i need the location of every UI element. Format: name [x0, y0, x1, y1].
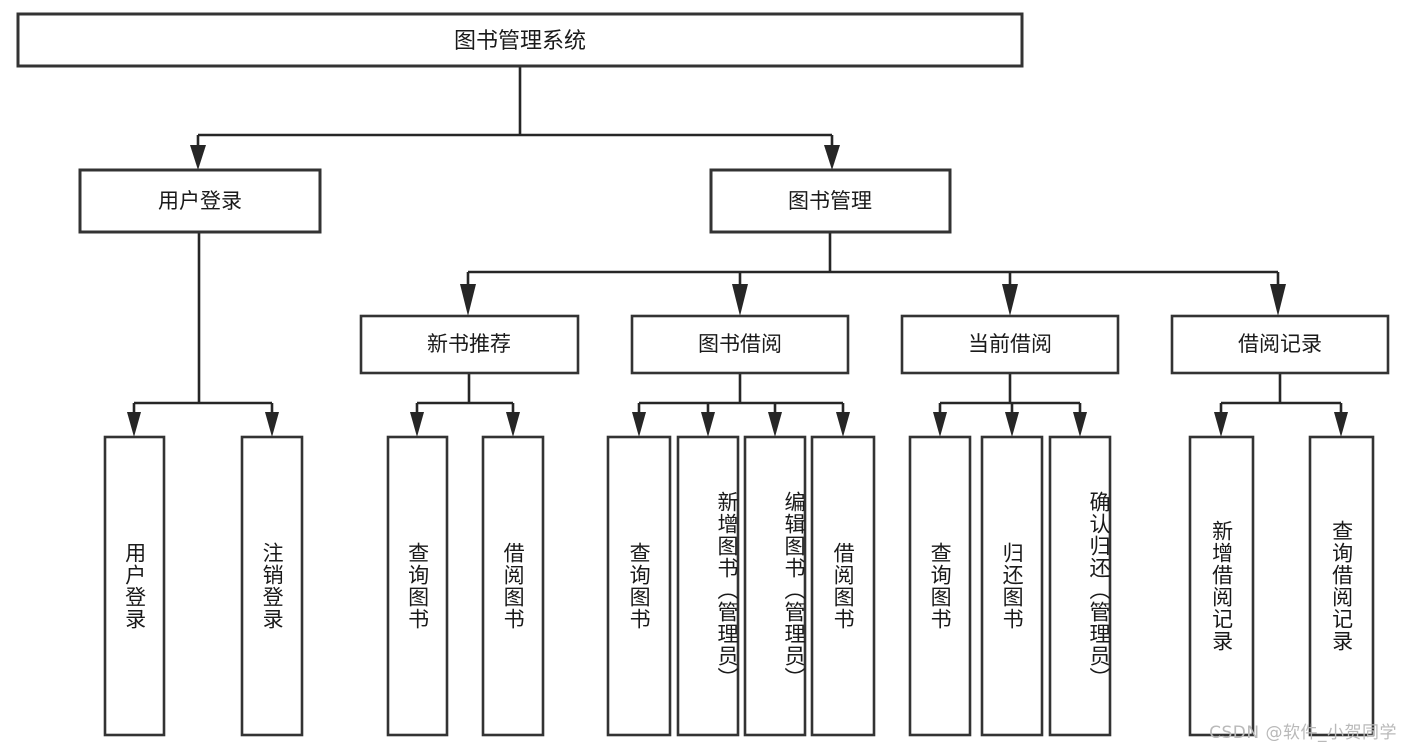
leaf-box-query-record[interactable]: [1308, 435, 1375, 737]
node-current-borrow-box[interactable]: [900, 314, 1120, 375]
node-book-borrow-label: 图书借阅: [698, 332, 782, 356]
arrow-leaf-query-book-b-icon: [632, 412, 646, 437]
arrow-leaf-return-book-icon: [1005, 412, 1019, 437]
node-borrow-record-box[interactable]: [1170, 314, 1390, 375]
arrow-to-book-borrow-icon: [732, 284, 748, 316]
node-user-login-box[interactable]: [78, 168, 322, 234]
arrow-leaf-user-login-icon: [127, 412, 141, 437]
arrow-leaf-add-book-icon: [701, 412, 715, 437]
arrow-leaf-edit-book-icon: [768, 412, 782, 437]
node-user-login-label: 用户登录: [158, 189, 242, 213]
leaf-box-edit-book[interactable]: [743, 435, 807, 737]
leaf-box-logout[interactable]: [240, 435, 304, 737]
node-root-box[interactable]: [16, 12, 1024, 68]
leaf-box-add-record[interactable]: [1188, 435, 1255, 737]
arrow-root-to-book-mgmt-icon: [824, 145, 840, 170]
arrow-leaf-query-book-a-icon: [410, 412, 424, 437]
node-root-label: 图书管理系统: [454, 29, 586, 54]
leaf-box-query-book-a[interactable]: [386, 435, 449, 737]
node-current-borrow[interactable]: 当前借阅: [900, 314, 1120, 375]
csdn-watermark: CSDN @软件_小贺同学: [1209, 723, 1397, 743]
node-new-book-rec-label: 新书推荐: [427, 332, 511, 356]
arrow-leaf-confirm-return-icon: [1073, 412, 1087, 437]
node-borrow-record-label: 借阅记录: [1238, 332, 1322, 356]
node-borrow-record[interactable]: 借阅记录: [1170, 314, 1390, 375]
node-root[interactable]: 图书管理系统: [16, 12, 1024, 68]
connector-layer: [127, 66, 1348, 437]
leaf-box-add-book[interactable]: [676, 435, 740, 737]
arrow-leaf-logout-icon: [265, 412, 279, 437]
leaf-box-confirm-return[interactable]: [1048, 435, 1112, 737]
arrow-leaf-borrow-book-a-icon: [506, 412, 520, 437]
arrow-leaf-query-record-icon: [1334, 412, 1348, 437]
node-book-mgmt-label: 图书管理: [788, 189, 872, 213]
arrow-root-to-user-login-icon: [190, 145, 206, 170]
node-new-book-rec-box[interactable]: [359, 314, 580, 375]
node-book-borrow[interactable]: 图书借阅: [630, 314, 850, 375]
node-new-book-rec[interactable]: 新书推荐: [359, 314, 580, 375]
leaf-box-query-book-b[interactable]: [606, 435, 672, 737]
node-user-login[interactable]: 用户登录: [78, 168, 322, 234]
node-book-mgmt[interactable]: 图书管理: [709, 168, 952, 234]
leaf-box-borrow-book-a[interactable]: [481, 435, 545, 737]
arrow-leaf-borrow-book-b-icon: [836, 412, 850, 437]
node-book-borrow-box[interactable]: [630, 314, 850, 375]
leaf-box-borrow-book-b[interactable]: [810, 435, 876, 737]
arrow-to-borrow-record-icon: [1270, 284, 1286, 316]
arrow-to-current-borrow-icon: [1002, 284, 1018, 316]
node-book-mgmt-box[interactable]: [709, 168, 952, 234]
node-current-borrow-label: 当前借阅: [968, 332, 1052, 356]
leaf-box-layer: [103, 435, 1375, 737]
leaf-box-user-login[interactable]: [103, 435, 166, 737]
leaf-box-return-book[interactable]: [980, 435, 1044, 737]
arrow-to-new-book-rec-icon: [460, 284, 476, 316]
arrow-leaf-query-book-c-icon: [933, 412, 947, 437]
arrow-leaf-add-record-icon: [1214, 412, 1228, 437]
leaf-box-query-book-c[interactable]: [908, 435, 972, 737]
